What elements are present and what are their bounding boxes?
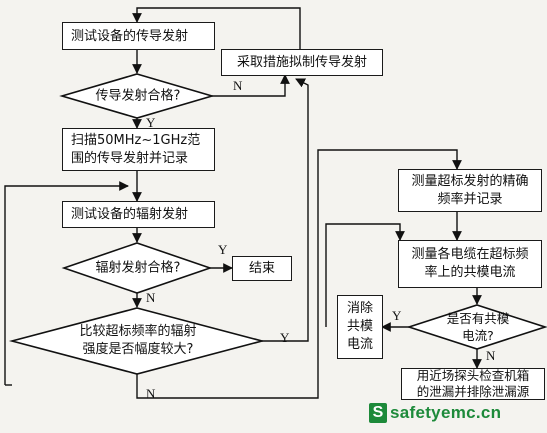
decision-radiated-label: 辐射发射合格? xyxy=(95,260,181,276)
box-remove-cm-current: 消除 共模 电流 xyxy=(337,295,383,359)
box-test-radiated: 测试设备的辐射发射 xyxy=(62,201,215,228)
decision-cm-label: 是否有共模电流? xyxy=(446,311,510,343)
branch-cm-no: N xyxy=(486,348,496,363)
watermark: S safetyemc.cn xyxy=(369,398,545,428)
box-test-conducted: 测试设备的传导发射 xyxy=(62,22,215,50)
branch-compare-yes: Y xyxy=(280,330,290,345)
box-scan-record: 扫描50MHz~1GHz范 围的传导发射并记录 xyxy=(62,128,215,171)
box-near-field-check: 用近场探头检查机箱 的泄漏并排除泄漏源 xyxy=(401,368,545,400)
arrow-suppress-loop xyxy=(132,7,301,50)
branch-conducted-no: N xyxy=(233,78,243,93)
box-suppress-conducted: 采取措施拟制传导发射 xyxy=(221,49,383,76)
arrow-compare-no xyxy=(136,149,462,399)
decision-conducted-label: 传导发射合格? xyxy=(95,88,181,104)
watermark-logo-icon: S xyxy=(369,403,387,423)
branch-radiated-yes: Y xyxy=(218,242,228,257)
branch-cm-yes: Y xyxy=(392,308,402,323)
box-measure-cm-current: 测量各电缆在超标频 率上的共模电流 xyxy=(398,240,542,288)
arrow-remove-loop xyxy=(325,223,405,327)
branch-conducted-yes: Y xyxy=(146,115,156,130)
decision-compare-label: 比较超标频率的辐射 强度是否幅度较大? xyxy=(79,324,197,357)
branch-radiated-no: N xyxy=(146,290,156,305)
branch-compare-no: N xyxy=(146,386,156,401)
arrow-conducted-no xyxy=(212,74,290,97)
watermark-text: safetyemc.cn xyxy=(390,403,502,422)
arrow-loop-to-radiated xyxy=(4,181,129,385)
box-measure-frequency: 测量超标发射的精确 频率并记录 xyxy=(398,169,542,212)
arrow-compare-yes xyxy=(262,78,309,342)
box-end: 结束 xyxy=(232,256,292,281)
